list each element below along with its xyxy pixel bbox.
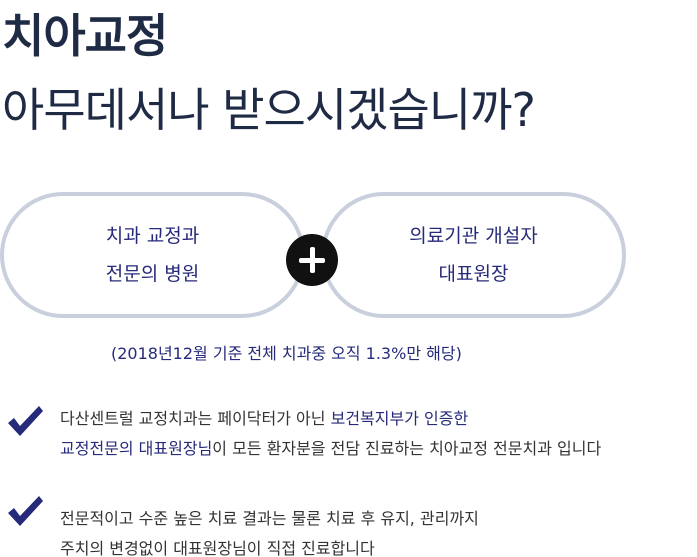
- bullet-highlight: 교정전문의 대표원장님: [60, 439, 213, 458]
- director-pill-line2: 대표원장: [438, 263, 509, 285]
- specialist-pill-line1: 치과 교정과: [105, 225, 200, 247]
- checkmark-icon: [8, 406, 43, 436]
- bullet-line: 교정전문의 대표원장님이 모든 환자분을 전담 진료하는 치아교정 전문치과 입…: [60, 434, 601, 464]
- director-pill: 의료기관 개설자 대표원장: [321, 192, 626, 318]
- specialist-pill: 치과 교정과 전문의 병원: [0, 192, 305, 318]
- bullet-line: 전문적이고 수준 높은 치료 결과는 물론 치료 후 유지, 관리까지: [60, 509, 479, 528]
- checkmark-icon: [8, 496, 43, 526]
- plus-icon: [286, 234, 338, 286]
- page-subtitle: 아무데서나 받으시겠습니까?: [2, 83, 536, 137]
- bullet-text: 이 모든 환자분을 전담 진료하는 치아교정 전문치과 입니다: [212, 439, 602, 458]
- bullet-item: 다산센트럴 교정치과는 페이닥터가 아닌 보건복지부가 인증한 교정전문의 대표…: [60, 404, 601, 464]
- specialist-pill-line2: 전문의 병원: [105, 263, 200, 285]
- director-pill-line1: 의료기관 개설자: [409, 225, 538, 247]
- page-title: 치아교정: [2, 9, 168, 63]
- statistic-note: (2018년12월 기준 전체 치과중 오직 1.3%만 해당): [111, 344, 462, 363]
- bullet-item: 전문적이고 수준 높은 치료 결과는 물론 치료 후 유지, 관리까지 주치의 …: [60, 504, 479, 557]
- bullet-line: 다산센트럴 교정치과는 페이닥터가 아닌 보건복지부가 인증한: [60, 404, 601, 434]
- bullet-line: 주치의 변경없이 대표원장님이 직접 진료합니다: [60, 539, 375, 557]
- bullet-highlight: 보건복지부가 인증한: [330, 409, 469, 428]
- bullet-text: 다산센트럴 교정치과는 페이닥터가 아닌: [60, 409, 331, 428]
